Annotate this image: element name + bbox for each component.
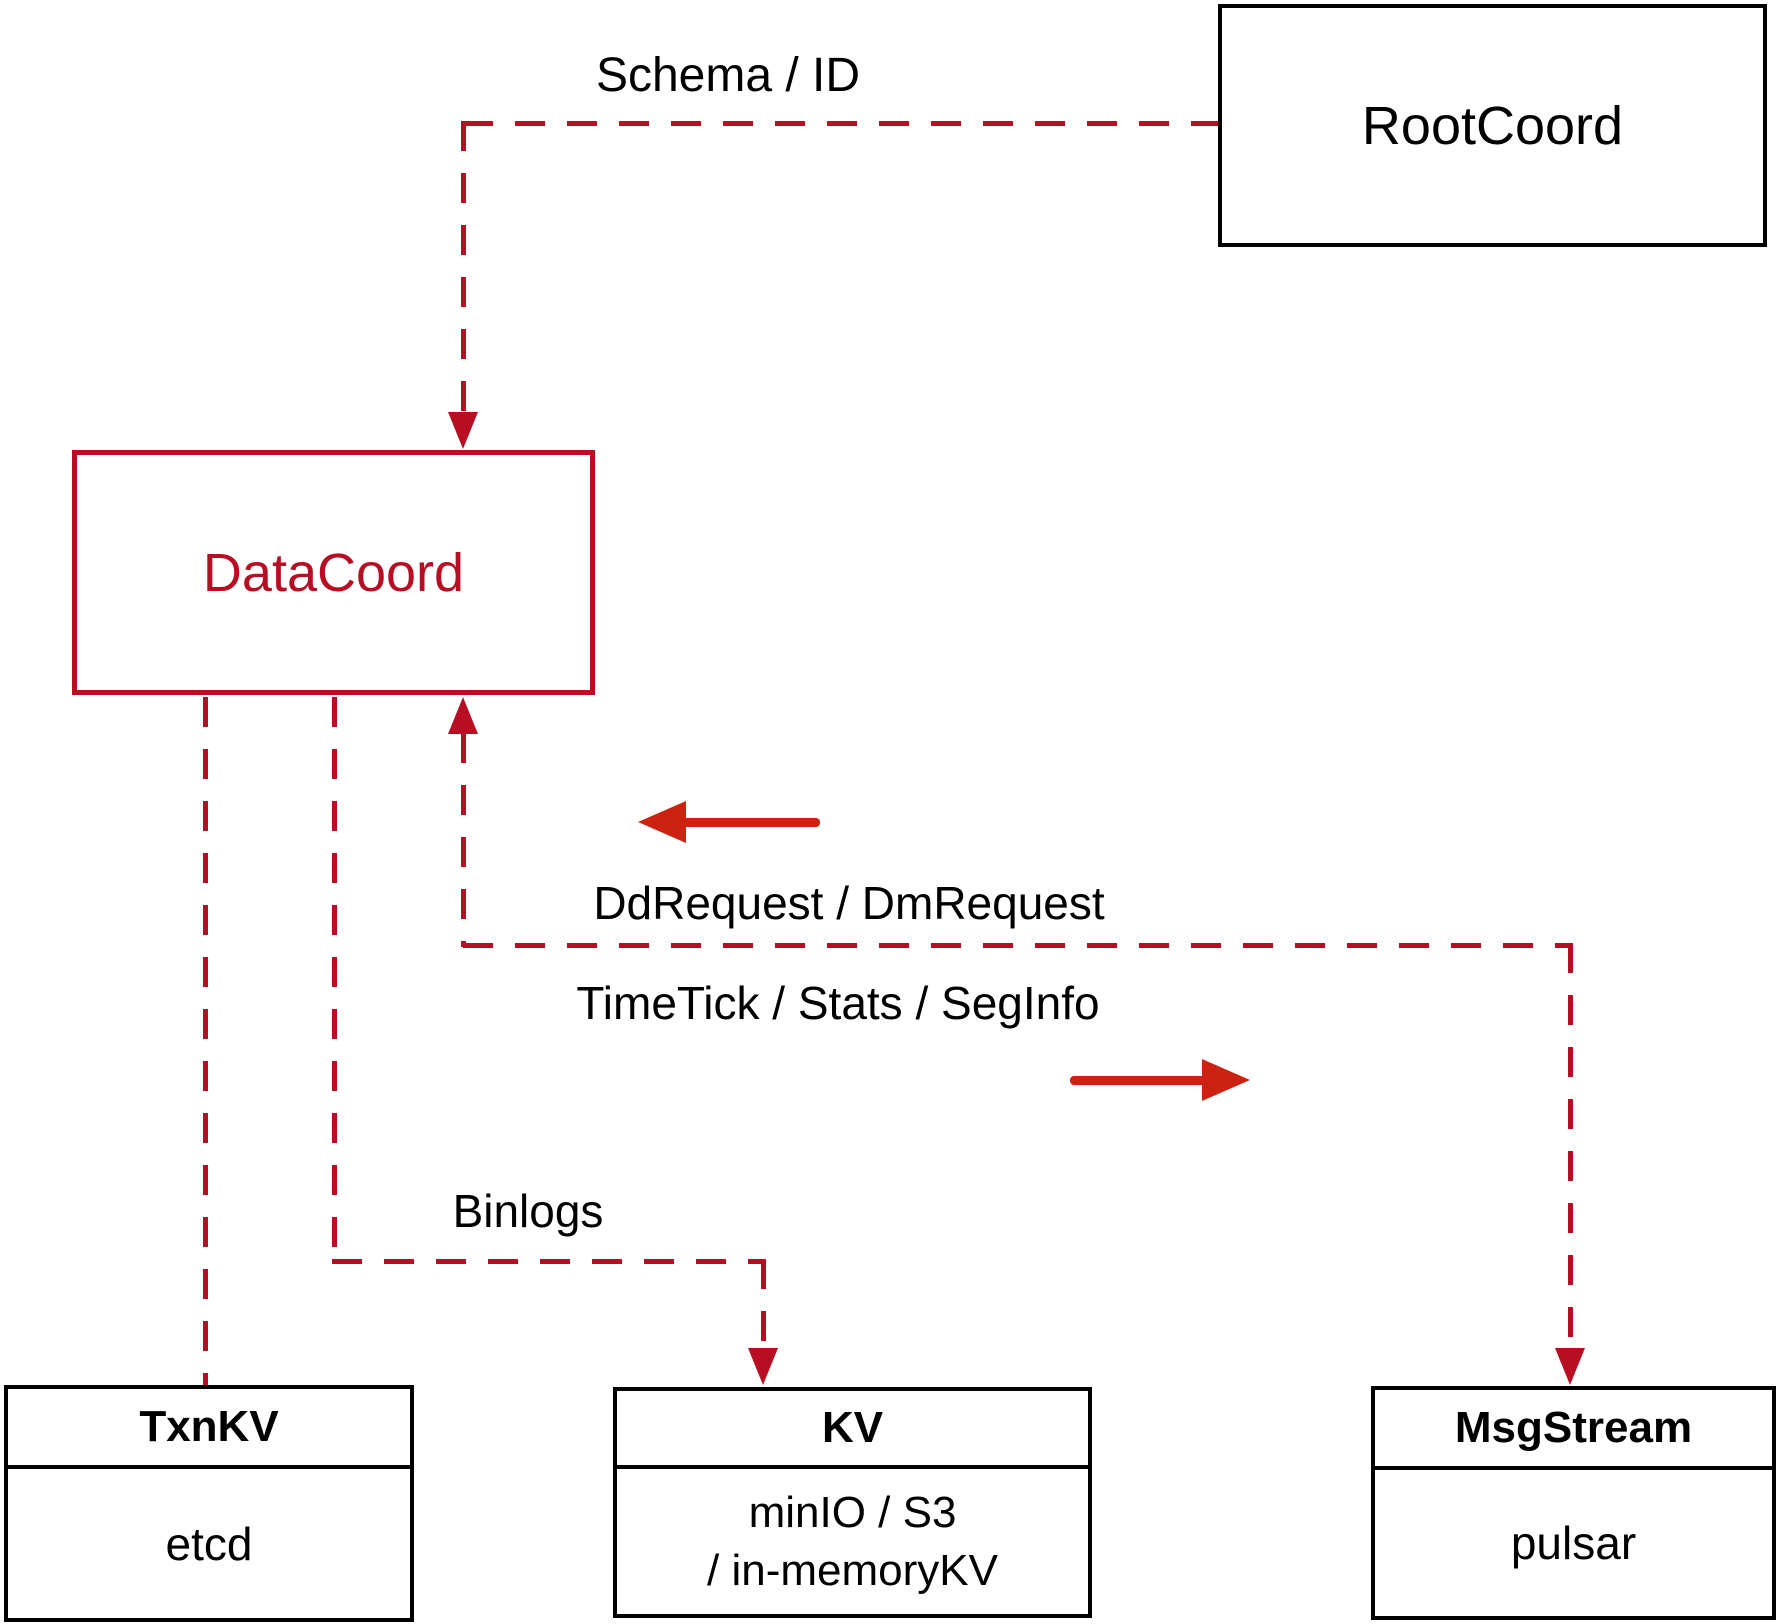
request-edge-arrowhead-down-icon <box>1555 1348 1585 1385</box>
txnkv-title: TxnKV <box>139 1402 279 1451</box>
txnkv-header: TxnKV <box>8 1389 410 1469</box>
kv-title: KV <box>821 1403 884 1452</box>
ddrequest-label: DdRequest / DmRequest <box>593 877 1105 929</box>
kv-header: KV <box>617 1391 1088 1469</box>
request-edge-arrowhead-up-icon <box>448 697 478 734</box>
flow-arrow-left-icon <box>638 801 686 843</box>
schema-edge-arrowhead-down-icon <box>448 412 478 449</box>
request-edge-vertical-line-left <box>461 733 466 947</box>
flow-arrow-left-shaft <box>680 818 820 827</box>
txnkv-impl: etcd <box>165 1517 253 1570</box>
timetick-label: TimeTick / Stats / SegInfo <box>576 977 1100 1029</box>
rootcoord-node: RootCoord <box>1218 4 1767 247</box>
request-edge-horizontal-line <box>463 943 1570 948</box>
flow-arrow-right-icon <box>1202 1059 1250 1101</box>
datacoord-node: DataCoord <box>72 450 595 695</box>
binlogs-edge-arrowhead-down-icon <box>748 1348 778 1385</box>
msgstream-header: MsgStream <box>1375 1390 1772 1470</box>
txnkv-edge-vertical-line <box>203 697 208 1385</box>
schema-edge-horizontal-line <box>463 121 1218 126</box>
schema-edge-label: Schema / ID <box>595 49 861 102</box>
msgstream-title: MsgStream <box>1454 1403 1693 1452</box>
binlogs-edge-vertical-line-2 <box>761 1259 766 1349</box>
datacoord-label: DataCoord <box>202 542 465 603</box>
kv-node: KV minIO / S3 / in-memoryKV <box>613 1387 1092 1618</box>
rootcoord-label: RootCoord <box>1361 95 1624 156</box>
msgstream-body: pulsar <box>1375 1470 1772 1616</box>
schema-edge-vertical-line <box>461 121 466 413</box>
binlogs-edge-label: Binlogs <box>452 1185 604 1237</box>
request-edge-vertical-line-right <box>1568 943 1573 1349</box>
txnkv-node: TxnKV etcd <box>4 1385 414 1622</box>
binlogs-edge-vertical-line-1 <box>332 697 337 1264</box>
binlogs-edge-horizontal-line <box>332 1259 766 1264</box>
kv-body: minIO / S3 / in-memoryKV <box>617 1469 1088 1614</box>
kv-impl-line2: / in-memoryKV <box>707 1545 998 1595</box>
msgstream-impl: pulsar <box>1510 1517 1637 1569</box>
flow-arrow-right-shaft <box>1070 1076 1206 1085</box>
txnkv-body: etcd <box>8 1469 410 1618</box>
kv-impl-line1: minIO / S3 <box>748 1487 957 1537</box>
msgstream-node: MsgStream pulsar <box>1371 1386 1776 1620</box>
